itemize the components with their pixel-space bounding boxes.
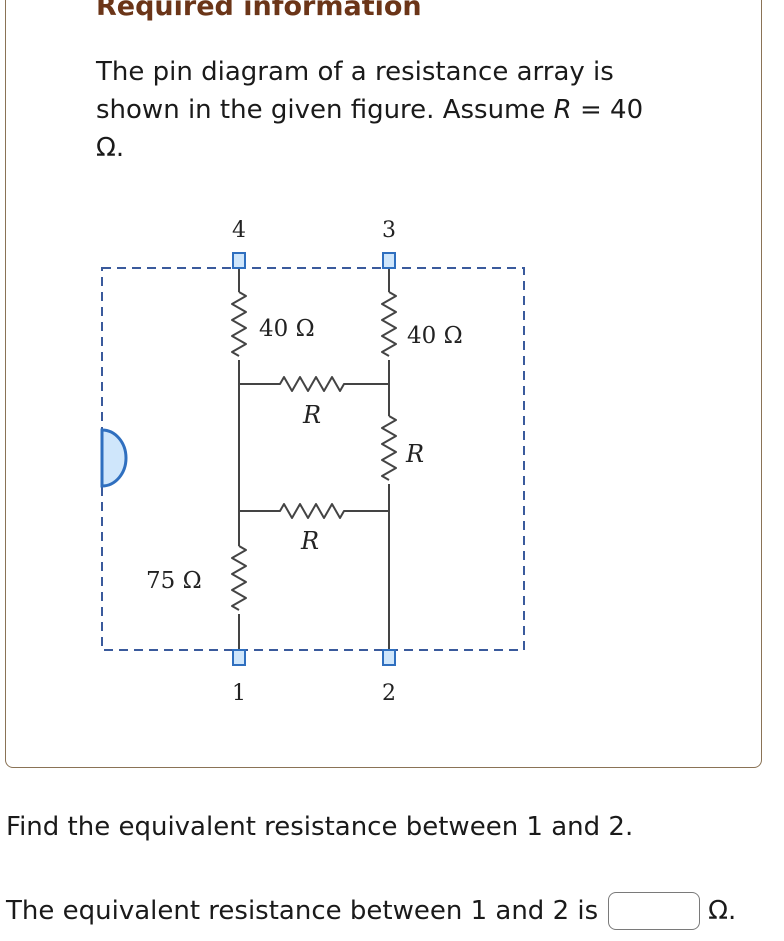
pin-4-pad <box>232 252 246 269</box>
pin-3-label: 3 <box>382 218 396 243</box>
resistor-middle-upper <box>239 376 389 392</box>
resistor-top-left-label: 40 Ω <box>259 316 315 342</box>
answer-row: The equivalent resistance between 1 and … <box>6 892 736 930</box>
answer-prefix: The equivalent resistance between 1 and … <box>6 896 599 926</box>
resistor-middle-right <box>381 415 397 481</box>
package-notch <box>100 428 128 488</box>
answer-unit: Ω. <box>708 896 737 926</box>
resistor-middle-lower-label: R <box>300 527 319 555</box>
pin-4-label: 4 <box>232 218 246 243</box>
problem-variable: R <box>553 95 572 125</box>
package-outline <box>101 267 525 651</box>
panel-heading: Required information <box>96 0 422 22</box>
problem-statement: The pin diagram of a resistance array is… <box>96 53 696 167</box>
pin-3-pad <box>382 252 396 269</box>
pin-1-label: 1 <box>232 681 246 706</box>
resistor-bottom-left-label: 75 Ω <box>146 568 202 594</box>
resistor-middle-upper-label: R <box>302 401 321 429</box>
resistor-top-left <box>231 291 247 357</box>
required-information-panel: Required information The pin diagram of … <box>5 0 762 768</box>
resistor-middle-right-label: R <box>405 440 424 468</box>
answer-input[interactable] <box>608 892 701 930</box>
resistor-top-right-label: 40 Ω <box>407 323 463 349</box>
problem-line-1: The pin diagram of a resistance array is <box>96 57 614 87</box>
problem-line-2-suffix: = 40 <box>571 95 644 125</box>
pin-2-pad <box>382 649 396 666</box>
problem-line-2-prefix: shown in the given figure. Assume <box>96 95 554 125</box>
question-prompt: Find the equivalent resistance between 1… <box>6 812 634 842</box>
resistor-top-right <box>381 291 397 357</box>
problem-line-3: Ω. <box>96 133 125 163</box>
resistor-bottom-left <box>231 545 247 611</box>
pin-2-label: 2 <box>382 681 396 706</box>
pin-1-pad <box>232 649 246 666</box>
resistor-middle-lower <box>239 503 389 519</box>
